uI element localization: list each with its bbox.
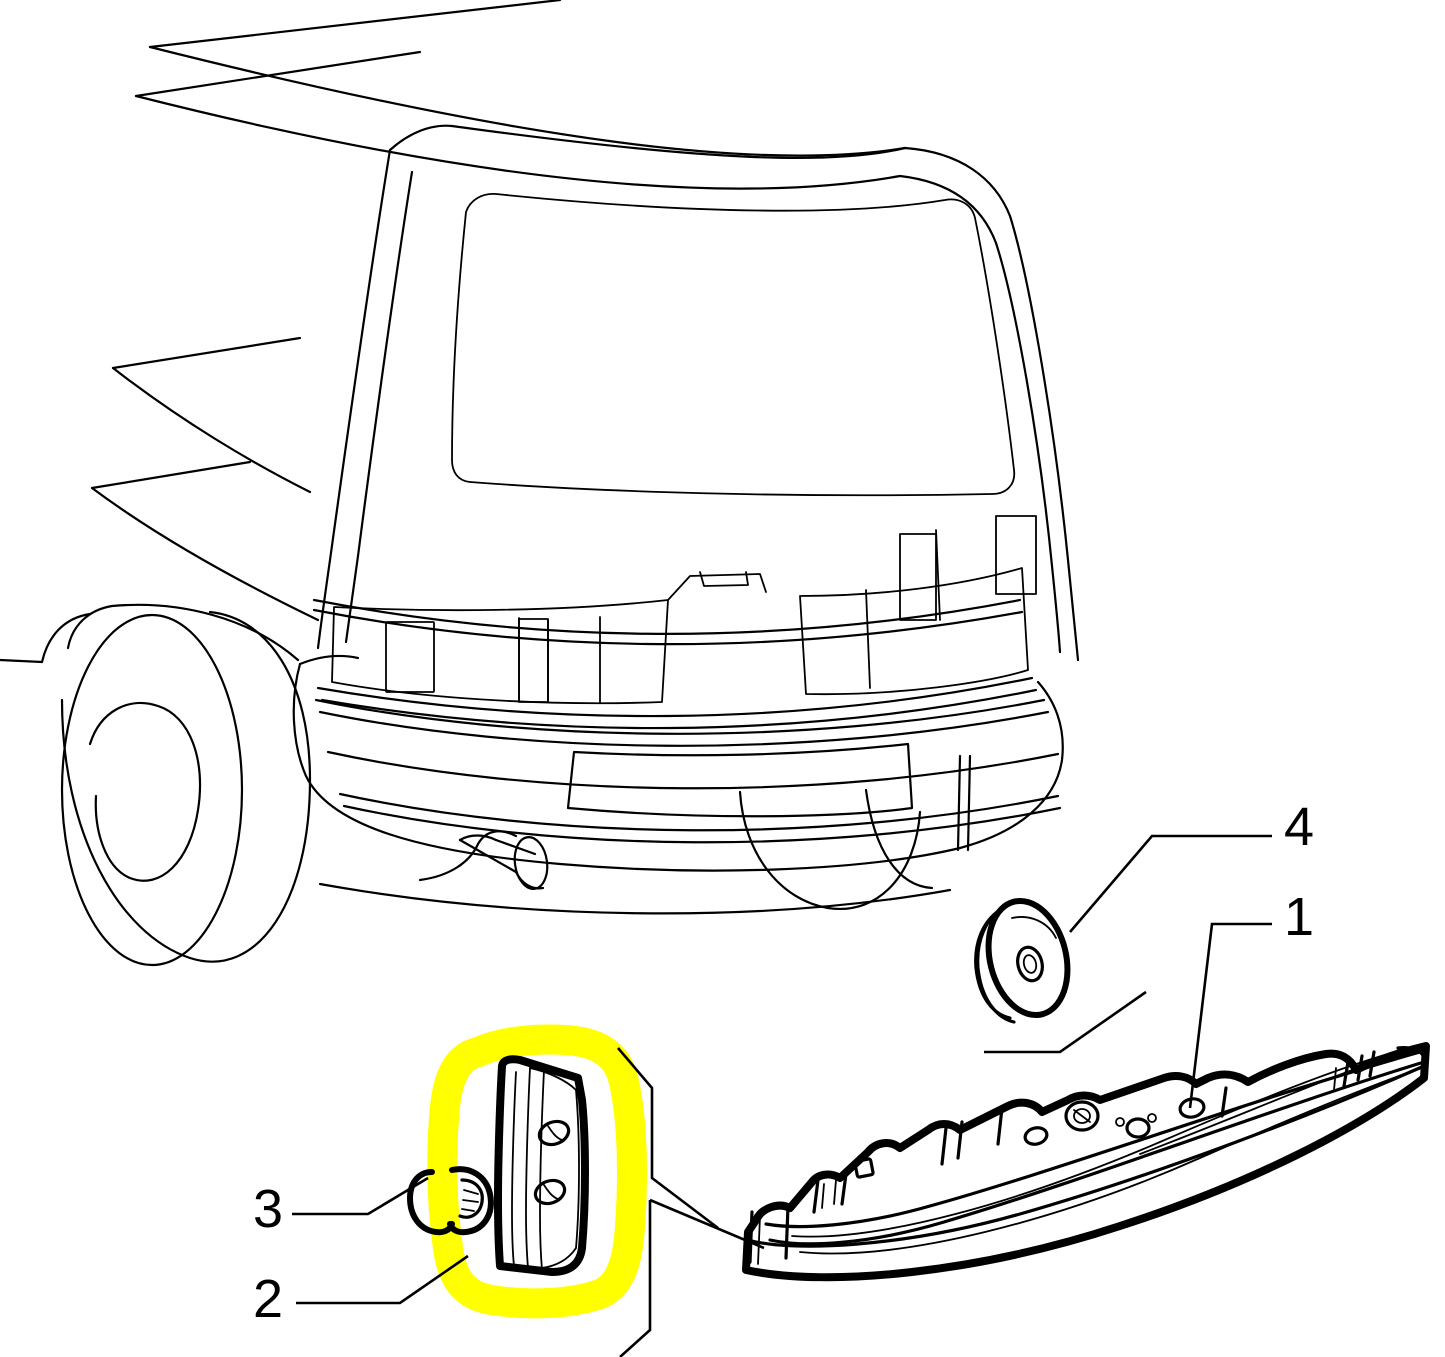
body-side-crease-2 [90, 486, 320, 622]
part-reinforcement-bar [742, 1042, 1430, 1282]
side-window [111, 336, 312, 494]
right-tail-light [799, 515, 1037, 696]
license-plate-lip [667, 571, 767, 601]
callout-number-2: 2 [253, 1269, 284, 1329]
vehicle-rear-view [0, 0, 1080, 967]
association-line-upper [617, 1047, 719, 1230]
underbody-line [318, 882, 952, 915]
leader-line-1 [1188, 922, 1272, 1109]
rear-hatch-frame [316, 124, 1080, 662]
association-line-lower [649, 1198, 765, 1250]
tail-light-band [312, 515, 1038, 730]
association-line-drop [619, 1200, 652, 1357]
callout-number-3: 3 [253, 1179, 284, 1239]
leader-line-4 [1069, 834, 1272, 933]
rear-bumper [292, 654, 1064, 872]
rear-hatch-glass [451, 193, 1016, 497]
rear-wheel-left [0, 603, 312, 967]
left-tail-light [331, 599, 669, 705]
vehicle-roof-lines [134, 0, 907, 190]
body-side-crease [90, 460, 252, 490]
bar-rib-details-left [812, 1157, 875, 1214]
part-grommet-plug [974, 897, 1071, 1024]
part-mounting-bracket [494, 1055, 589, 1276]
rear-wheel-right [738, 788, 934, 911]
exhaust-tailpipe [418, 830, 549, 890]
leader-line-2 [296, 1254, 469, 1305]
leader-line-bar-left [984, 990, 1147, 1054]
leader-line-3 [292, 1176, 429, 1216]
leader-lines [292, 834, 1272, 1357]
callout-number-4: 4 [1284, 797, 1315, 857]
part-retaining-clip [407, 1166, 494, 1236]
callout-number-1: 1 [1284, 887, 1315, 947]
bar-rib-details-centre [940, 1100, 1100, 1166]
bar-left-endcap [748, 1204, 790, 1265]
highlight-annotation-part-2 [427, 1024, 647, 1319]
